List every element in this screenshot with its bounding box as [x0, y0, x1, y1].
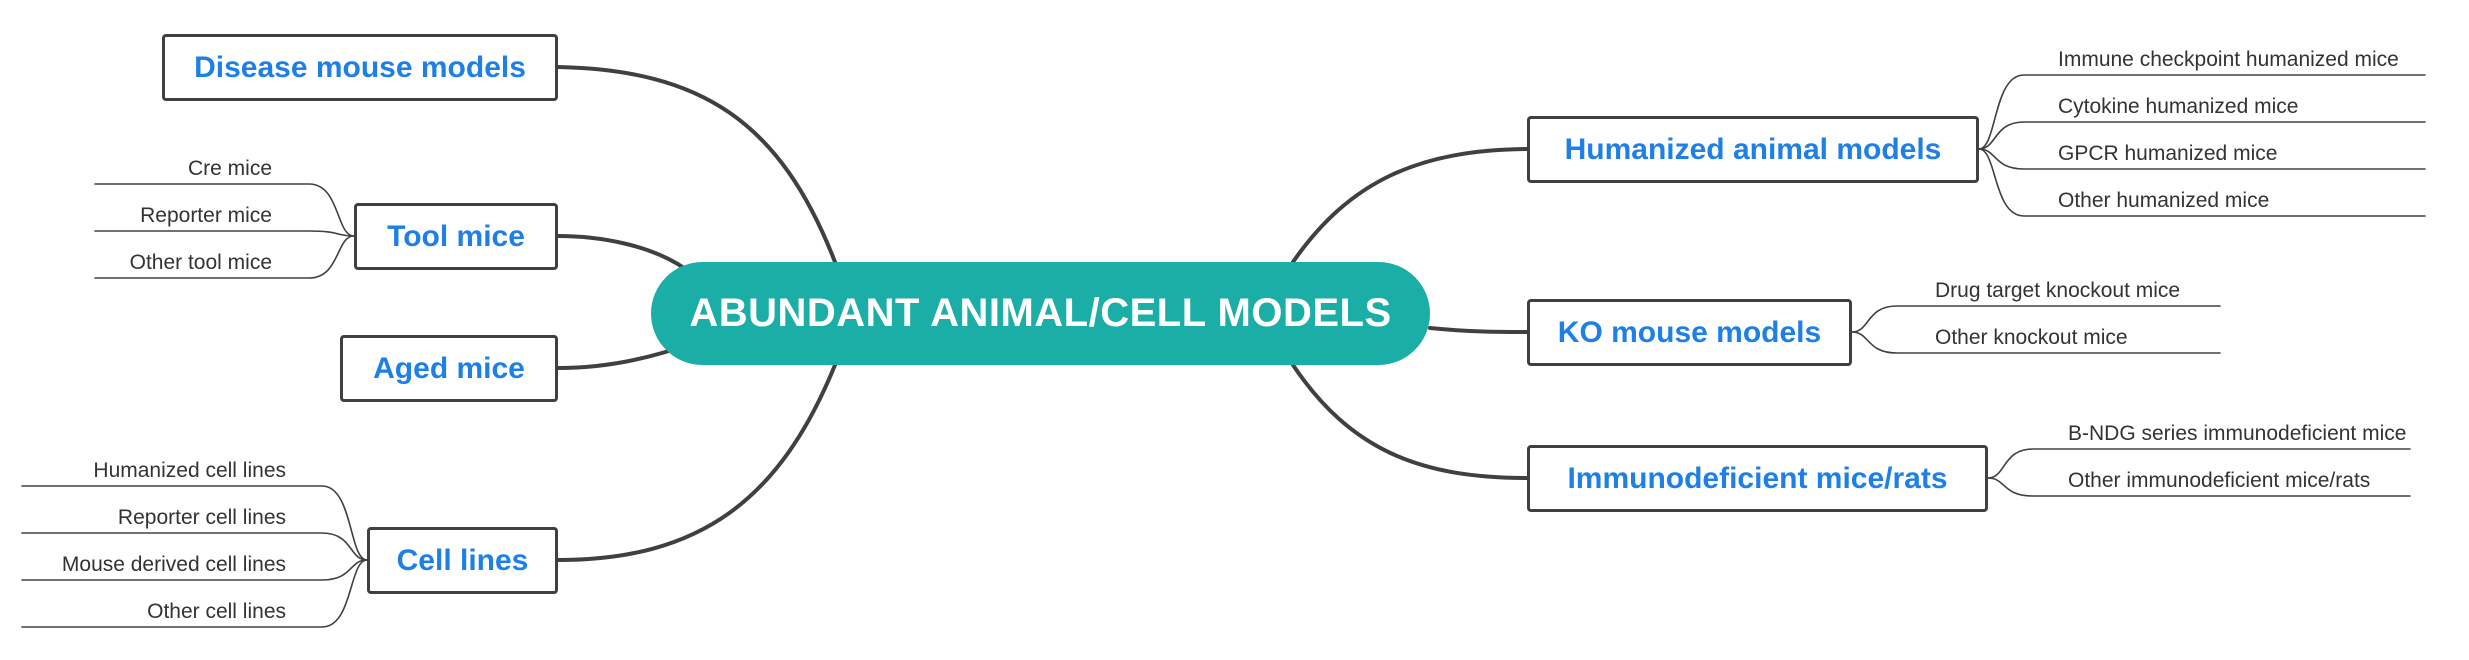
sub-tool-0: [94, 183, 355, 237]
sub-humanized-0: [1978, 74, 2426, 150]
subtopic-other-humanized-mice[interactable]: Other humanized mice: [2058, 189, 2270, 212]
branch-humanized-animal-models: [1291, 147, 1529, 264]
sub-cell-3: [21, 559, 368, 628]
topic-cell-lines[interactable]: Cell lines: [367, 527, 558, 594]
topic-disease-mouse-models[interactable]: Disease mouse models: [162, 34, 558, 101]
subtopic-other-knockout-mice[interactable]: Other knockout mice: [1935, 326, 2128, 349]
branch-ko-mouse-models: [1428, 326, 1529, 334]
sub-ko-0: [1851, 305, 2221, 333]
subtopic-humanized-cell-lines[interactable]: Humanized cell lines: [93, 459, 286, 482]
subtopic-immune-checkpoint-humanized-mice[interactable]: Immune checkpoint humanized mice: [2058, 48, 2399, 71]
sub-cell-1: [21, 532, 368, 561]
sub-cell-2: [21, 559, 368, 581]
sub-humanized-1: [1978, 121, 2426, 150]
subtopic-gpcr-humanized-mice[interactable]: GPCR humanized mice: [2058, 142, 2278, 165]
subtopic-mouse-derived-cell-lines[interactable]: Mouse derived cell lines: [61, 553, 286, 576]
subtopic-reporter-mice[interactable]: Reporter mice: [140, 204, 272, 227]
central-topic[interactable]: ABUNDANT ANIMAL/CELL MODELS: [651, 262, 1430, 365]
subtopic-other-immunodeficient-mice-rats[interactable]: Other immunodeficient mice/rats: [2068, 469, 2371, 492]
sub-immuno-0: [1987, 448, 2411, 479]
branch-cell-lines: [556, 363, 837, 562]
topic-aged-mice[interactable]: Aged mice: [340, 335, 558, 402]
sub-humanized-2: [1978, 148, 2426, 170]
topic-tool-mice[interactable]: Tool mice: [354, 203, 558, 270]
sub-tool-1: [94, 230, 355, 237]
subtopic-drug-target-knockout-mice[interactable]: Drug target knockout mice: [1935, 279, 2181, 302]
topic-humanized-animal-models[interactable]: Humanized animal models: [1527, 116, 1979, 183]
sub-cell-0: [21, 485, 368, 561]
subtopic-other-tool-mice[interactable]: Other tool mice: [129, 251, 272, 274]
sub-immuno-1: [1987, 477, 2411, 497]
sub-humanized-3: [1978, 148, 2426, 217]
topic-ko-mouse-models[interactable]: KO mouse models: [1527, 299, 1852, 366]
branch-aged-mice: [556, 348, 674, 370]
subtopic-reporter-cell-lines[interactable]: Reporter cell lines: [117, 506, 286, 529]
subtopic-b-ndg-series-immunodeficient-mice[interactable]: B-NDG series immunodeficient mice: [2068, 422, 2407, 445]
branch-tool-mice: [556, 234, 686, 270]
sub-ko-1: [1851, 331, 2221, 354]
subtopic-cre-mice[interactable]: Cre mice: [187, 157, 272, 180]
subtopic-other-cell-lines[interactable]: Other cell lines: [147, 600, 286, 623]
subtopic-cytokine-humanized-mice[interactable]: Cytokine humanized mice: [2058, 95, 2299, 118]
sub-tool-2: [94, 235, 355, 279]
branch-disease-mouse-models: [556, 65, 837, 264]
topic-immunodeficient-mice-rats[interactable]: Immunodeficient mice/rats: [1527, 445, 1988, 512]
branch-immunodeficient-mice-rats: [1291, 363, 1529, 480]
